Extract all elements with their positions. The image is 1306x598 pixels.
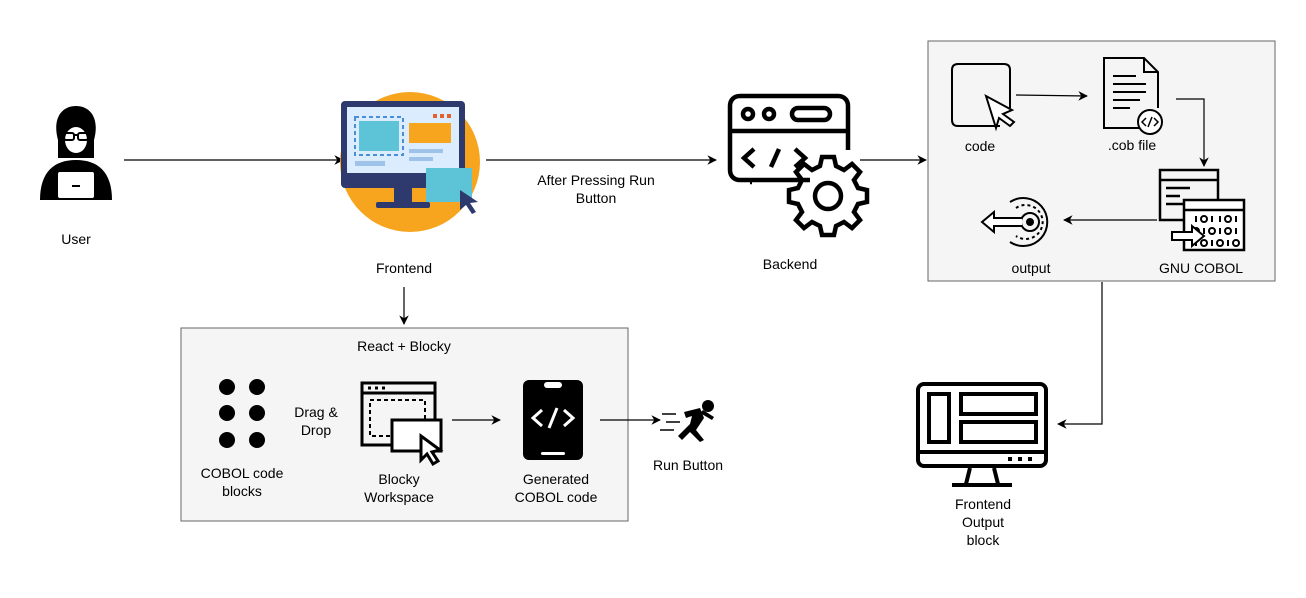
gnu-cobol-label: GNU COBOL: [1158, 260, 1243, 276]
user-label: User: [61, 231, 91, 247]
run-button-label: Run Button: [652, 457, 724, 473]
backend-label: Backend: [762, 256, 818, 272]
code-phone-icon: [523, 380, 583, 460]
drag-drop-label: Drag & Drop: [294, 404, 338, 438]
frontend-monitor-icon: [340, 92, 480, 232]
workspace-label: Blocky Workspace: [364, 471, 434, 505]
user-laptop-icon: [40, 106, 112, 200]
binary-windows-icon: [1158, 168, 1246, 252]
edge-code-cob: [1015, 91, 1088, 101]
output-label: output: [1011, 260, 1051, 276]
running-man-icon: [660, 400, 714, 442]
output-monitor-icon: [916, 382, 1048, 487]
code-file-icon: [1103, 57, 1163, 135]
edge-cob-gnu: [1176, 98, 1209, 167]
backend-code-gear-icon: [727, 93, 870, 238]
generated-label: Generated COBOL code: [514, 471, 598, 505]
gear-output-icon: [980, 197, 1049, 247]
code-label: code: [964, 138, 996, 154]
edge-label-run: After Pressing Run Button: [537, 172, 655, 206]
edges: [124, 91, 1209, 429]
react-blocky-title: React + Blocky: [357, 338, 451, 354]
block-dots-icon: [219, 379, 265, 448]
cob-file-label: .cob file: [1107, 137, 1157, 153]
workspace-window-icon: [360, 381, 444, 467]
frontend-output-label: Frontend Output block: [954, 496, 1012, 548]
frontend-label: Frontend: [375, 260, 433, 276]
cobol-blocks-label: COBOL code blocks: [200, 465, 284, 499]
cursor-box-icon: [951, 63, 1016, 132]
edge-group-output-monitor: [1057, 282, 1103, 429]
